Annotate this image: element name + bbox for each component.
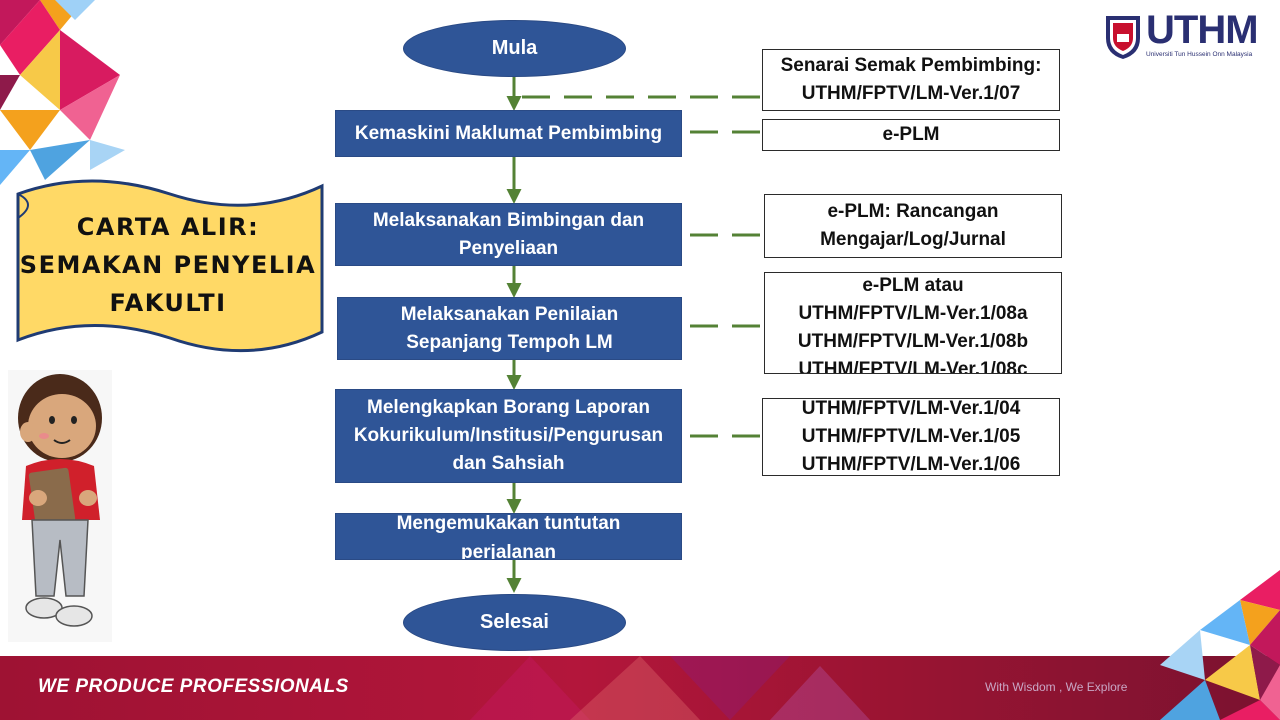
process-step-5-line-1: Mengemukakan tuntutan [396, 513, 621, 534]
process-step-3-line-1: Melaksanakan Penilaian [400, 303, 619, 325]
corner-decoration-bottom-right [1160, 570, 1280, 720]
title-line-3: FAKULTI [109, 289, 227, 317]
corner-decoration-top-left [0, 0, 125, 185]
reference-box-5: UTHM/FPTV/LM-Ver.1/04 UTHM/FPTV/LM-Ver.1… [762, 398, 1060, 476]
reference-4-line-1: e-PLM atau [862, 275, 964, 296]
footer-tagline: With Wisdom , We Explore [985, 680, 1128, 694]
reference-box-1: Senarai Semak Pembimbing: UTHM/FPTV/LM-V… [762, 49, 1060, 111]
process-step-2-line-2: Penyeliaan [458, 237, 559, 259]
footer-decoration [470, 656, 870, 720]
process-step-1-text: Kemaskini Maklumat Pembimbing [354, 122, 663, 144]
footer-bar [0, 656, 1280, 720]
process-step-4: Melengkapkan Borang Laporan Kokurikulum/… [335, 389, 682, 483]
flowchart-title: CARTA ALIR: SEMAKAN PENYELIA FAKULTI [18, 208, 318, 322]
process-step-4-line-1: Melengkapkan Borang Laporan [367, 397, 650, 418]
uthm-logo-text: UTHM [1146, 8, 1259, 52]
reference-4-line-4: UTHM/FPTV/LM-Ver.1/08c [798, 359, 1028, 374]
start-terminal: Mula [403, 20, 626, 77]
process-step-5-line-2: perjalanan [460, 542, 557, 560]
process-step-1: Kemaskini Maklumat Pembimbing [335, 110, 682, 157]
reference-4-line-3: UTHM/FPTV/LM-Ver.1/08b [797, 331, 1029, 352]
reference-1-line-2: UTHM/FPTV/LM-Ver.1/07 [801, 83, 1021, 104]
uthm-logo-subtitle: Universiti Tun Hussein Onn Malaysia [1146, 51, 1253, 58]
reference-3-line-2: Mengajar/Log/Jurnal [820, 229, 1006, 250]
process-step-5: Mengemukakan tuntutan perjalanan [335, 513, 682, 560]
cartoon-teacher-illustration [8, 370, 112, 642]
end-terminal: Selesai [403, 594, 626, 651]
reference-2-line-1: e-PLM [882, 124, 940, 145]
reference-3-line-1: e-PLM: Rancangan [827, 201, 999, 222]
process-step-3: Melaksanakan Penilaian Sepanjang Tempoh … [337, 297, 682, 360]
process-step-2-line-1: Melaksanakan Bimbingan dan [372, 209, 645, 231]
footer-slogan: WE PRODUCE PROFESSIONALS [38, 676, 349, 697]
reference-1-line-1: Senarai Semak Pembimbing: [780, 55, 1042, 76]
process-step-3-line-2: Sepanjang Tempoh LM [406, 331, 613, 353]
title-banner-scroll [16, 179, 324, 353]
uthm-crest-icon [1106, 16, 1140, 59]
reference-5-line-1: UTHM/FPTV/LM-Ver.1/04 [801, 398, 1021, 419]
reference-5-line-2: UTHM/FPTV/LM-Ver.1/05 [801, 426, 1021, 447]
reference-5-line-3: UTHM/FPTV/LM-Ver.1/06 [801, 454, 1021, 475]
reference-box-3: e-PLM: Rancangan Mengajar/Log/Jurnal [764, 194, 1062, 258]
title-line-2: SEMAKAN PENYELIA [19, 251, 317, 279]
process-step-2: Melaksanakan Bimbingan dan Penyeliaan [335, 203, 682, 266]
reference-4-line-2: UTHM/FPTV/LM-Ver.1/08a [798, 303, 1028, 324]
reference-box-2: e-PLM [762, 119, 1060, 151]
process-step-4-line-2: Kokurikulum/Institusi/Pengurusan [353, 425, 664, 446]
reference-box-4: e-PLM atau UTHM/FPTV/LM-Ver.1/08a UTHM/F… [764, 272, 1062, 374]
process-step-4-line-3: dan Sahsiah [452, 453, 565, 474]
title-line-1: CARTA ALIR: [76, 213, 260, 241]
